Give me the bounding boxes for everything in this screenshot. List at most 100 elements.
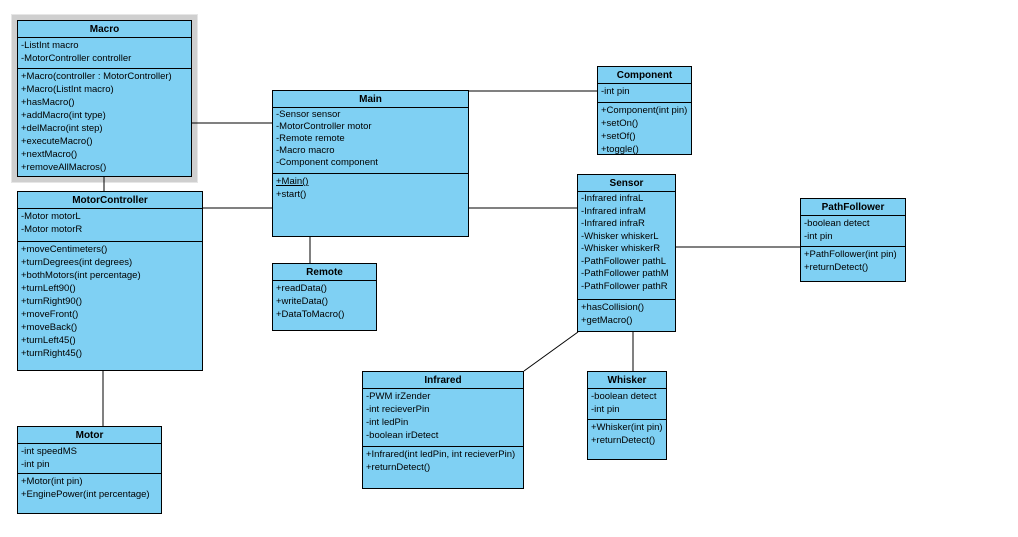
attribute-row: -MotorController motor: [276, 121, 372, 132]
method-row: +hasMacro(): [21, 97, 75, 108]
method-row: +getMacro(): [581, 315, 633, 326]
method-row: +PathFollower(int pin): [804, 249, 897, 260]
attribute-row: -boolean detect: [804, 218, 870, 229]
connector-sensor-infrared[interactable]: [523, 331, 579, 372]
method-row: +Infrared(int ledPin, int recieverPin): [366, 449, 516, 460]
class-box-macro[interactable]: Macro -ListInt macro -MotorController con…: [17, 20, 192, 177]
attributes-compartment: -ListInt macro -MotorController controlle…: [18, 38, 191, 69]
methods-compartment: +Main()+start(): [273, 174, 468, 236]
method-row: +returnDetect(): [366, 462, 431, 473]
class-title: MotorController: [18, 192, 202, 209]
attribute-row: -Remote remote: [276, 133, 345, 144]
attribute-row: -int speedMS: [21, 446, 77, 457]
class-title: Macro: [18, 21, 191, 38]
attributes-compartment: -PWM irZender -int recieverPin -int ledPin…: [363, 389, 523, 447]
method-row: +Motor(int pin): [21, 476, 83, 487]
class-box-main[interactable]: Main -Sensor sensor-MotorController moto…: [272, 90, 469, 237]
method-row: +setOn(): [601, 118, 639, 129]
attribute-row: -Infrared infraR: [581, 218, 645, 229]
attribute-row: -int ledPin: [366, 417, 409, 428]
attribute-row: -int pin: [591, 404, 620, 415]
method-row: +setOf(): [601, 131, 636, 142]
class-title: PathFollower: [801, 199, 905, 216]
class-title: Infrared: [363, 372, 523, 389]
method-row: +Macro(controller : MotorController): [21, 71, 172, 82]
methods-compartment: +Motor(int pin) +EnginePower(int percenta…: [18, 474, 161, 513]
class-box-sensor[interactable]: Sensor -Infrared infraL-Infrared infraM-…: [577, 174, 676, 332]
class-box-component[interactable]: Component -int pin +Component(int pin) +s…: [597, 66, 692, 155]
class-box-infrared[interactable]: Infrared -PWM irZender -int recieverPin -i…: [362, 371, 524, 489]
method-row: +DataToMacro(): [276, 309, 345, 320]
methods-compartment: +moveCentimeters() +turnDegrees(int degre…: [18, 242, 202, 370]
attribute-row: -int recieverPin: [366, 404, 430, 415]
methods-compartment: +Infrared(int ledPin, int recieverPin) +r…: [363, 447, 523, 488]
attributes-compartment: -int speedMS -int pin: [18, 444, 161, 474]
method-row: +turnRight45(): [21, 348, 82, 359]
attributes-compartment: -Infrared infraL-Infrared infraM-Infrare…: [578, 192, 675, 300]
attribute-row: -PathFollower pathM: [581, 268, 669, 279]
method-row: +returnDetect(): [591, 435, 656, 446]
attribute-row: -Motor motorR: [21, 224, 83, 235]
attributes-compartment: -int pin: [598, 84, 691, 103]
class-title: Component: [598, 67, 691, 84]
class-title: Whisker: [588, 372, 666, 389]
attribute-row: -boolean irDetect: [366, 430, 439, 441]
class-title: Main: [273, 91, 468, 108]
attribute-row: -Component component: [276, 157, 378, 168]
attribute-row: -PathFollower pathR: [581, 280, 668, 292]
method-row: +removeAllMacros(): [21, 162, 107, 173]
attribute-row: -MotorController controller: [21, 53, 132, 64]
class-title: Remote: [273, 264, 376, 281]
method-row: +moveCentimeters(): [21, 244, 108, 255]
attributes-compartment: -Motor motorL-Motor motorR: [18, 209, 202, 242]
method-row: +writeData(): [276, 296, 328, 307]
method-row: +hasCollision(): [581, 302, 645, 313]
method-row: +Component(int pin): [601, 105, 688, 116]
method-row: +turnDegrees(int degrees): [21, 257, 133, 268]
class-box-motorcontroller[interactable]: MotorController -Motor motorL-Motor moto…: [17, 191, 203, 371]
method-row: +turnLeft90(): [21, 283, 76, 294]
method-row: +turnLeft45(): [21, 335, 76, 346]
class-box-motor[interactable]: Motor -int speedMS-int pin +Motor(int pi…: [17, 426, 162, 514]
class-box-remote[interactable]: Remote +readData() +writeData() +DataToMac…: [272, 263, 377, 331]
attribute-row: -int pin: [804, 231, 833, 242]
method-row: +readData(): [276, 283, 327, 294]
methods-compartment: +Macro(controller : MotorController) +Mac…: [18, 69, 191, 176]
method-row: +toggle(): [601, 144, 639, 154]
method-row: +start(): [276, 189, 307, 200]
attribute-row: -Whisker whiskerR: [581, 243, 661, 254]
attribute-row: -int pin: [21, 459, 50, 470]
attribute-row: -Infrared infraM: [581, 205, 646, 217]
method-row: +turnRight90(): [21, 296, 82, 307]
methods-compartment: +readData() +writeData() +DataToMacro(): [273, 281, 376, 330]
attribute-row: -int pin: [601, 86, 630, 97]
method-row: +returnDetect(): [804, 262, 869, 273]
method-row: +moveFront(): [21, 309, 79, 320]
methods-compartment: +PathFollower(int pin) +returnDetect(): [801, 247, 905, 281]
methods-compartment: +hasCollision() +getMacro(): [578, 300, 675, 331]
class-box-whisker[interactable]: Whisker -boolean detect -int pin +Whisker…: [587, 371, 667, 460]
class-box-pathfollower[interactable]: PathFollower -boolean detect -int pin +Pa…: [800, 198, 906, 282]
class-title: Sensor: [578, 175, 675, 192]
attribute-row: -Sensor sensor: [276, 109, 341, 120]
method-row: +nextMacro(): [21, 149, 78, 160]
attribute-row: -Whisker whiskerL: [581, 230, 659, 242]
attribute-row: -Infrared infraL: [581, 193, 644, 204]
attribute-row: -PathFollower pathL: [581, 255, 667, 267]
attribute-row: -ListInt macro: [21, 40, 79, 51]
method-row: +moveBack(): [21, 322, 78, 333]
attribute-row: -Macro macro: [276, 145, 335, 156]
attributes-compartment: -boolean detect -int pin: [588, 389, 666, 420]
method-row: +bothMotors(int percentage): [21, 270, 141, 281]
method-row: +Macro(ListInt macro): [21, 84, 114, 95]
attribute-row: -PWM irZender: [366, 391, 431, 402]
attribute-row: -boolean detect: [591, 391, 657, 402]
methods-compartment: +Whisker(int pin) +returnDetect(): [588, 420, 666, 459]
method-row: +Whisker(int pin): [591, 422, 663, 433]
method-row: +addMacro(int type): [21, 110, 106, 121]
methods-compartment: +Component(int pin) +setOn() +setOf() +togg…: [598, 103, 691, 154]
method-row: +delMacro(int step): [21, 123, 103, 134]
method-row: +EnginePower(int percentage): [21, 489, 150, 500]
